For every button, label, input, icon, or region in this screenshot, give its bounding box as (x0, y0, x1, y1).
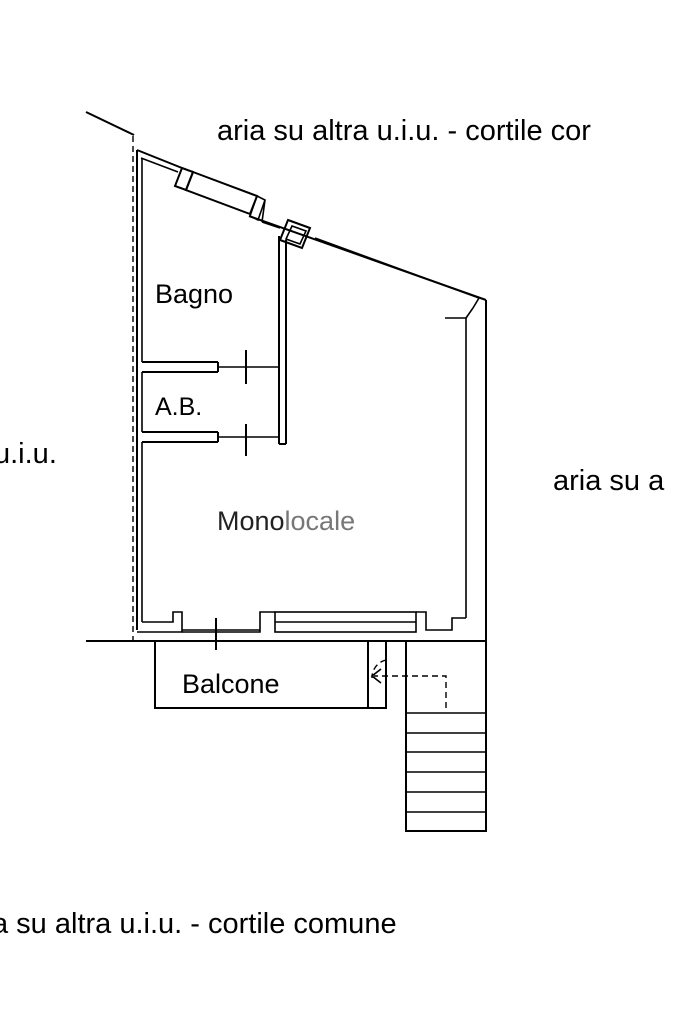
door-ab (218, 424, 279, 456)
room-label-monolocale: Monolocale (217, 506, 355, 536)
label-bottom: a su altra u.i.u. - cortile comune (0, 908, 397, 940)
room-label-monolocale-a: Mono (217, 506, 285, 536)
label-left: u.i.u. (0, 438, 57, 470)
door-balcone (182, 618, 260, 650)
room-label-monolocale-b: locale (285, 506, 356, 536)
room-label-balcone: Balcone (182, 669, 280, 699)
door-bagno (218, 350, 279, 384)
staircase (367, 640, 487, 832)
interior-partitions (142, 236, 287, 445)
small-window (278, 218, 312, 250)
label-top: aria su altra u.i.u. - cortile cor (217, 115, 591, 147)
room-label-bagno: Bagno (155, 279, 233, 309)
window-front (274, 611, 417, 633)
exterior-walls (136, 149, 487, 641)
label-right: aria su a (553, 465, 665, 497)
room-label-ab: A.B. (155, 393, 202, 421)
bagno-window (173, 166, 266, 223)
